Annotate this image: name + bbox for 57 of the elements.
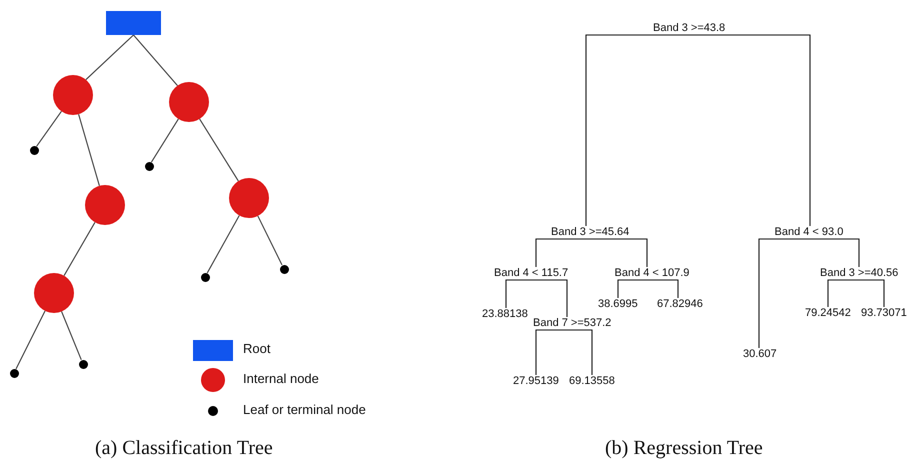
leaf-value: 30.607 (743, 348, 777, 361)
leaf-dot (10, 368, 18, 378)
leaf-dot (78, 360, 88, 368)
split-label: Band 4 < 107.9 (614, 267, 690, 280)
leaf-value: 93.73071 (861, 307, 907, 320)
tree-branch-line (827, 279, 859, 307)
subfigure-caption: (a) Classification Tree (95, 437, 273, 460)
split-label: Band 3 >=40.56 (820, 267, 898, 280)
internal-node-circle (169, 82, 209, 122)
split-label: Band 7 >=537.2 (533, 317, 612, 330)
leaf-value: 23.88138 (482, 308, 528, 321)
tree-edge-line (64, 222, 96, 276)
split-label: Band 4 < 93.0 (774, 226, 844, 239)
leaf-value: 67.82946 (657, 298, 703, 311)
tree-edge-line (36, 111, 62, 147)
leaf-value: 27.95139 (513, 375, 559, 388)
tree-edge-line (133, 34, 178, 86)
tree-edge-line (150, 118, 179, 162)
split-label: Band 3 >=43.8 (653, 22, 726, 35)
leaf-dot (200, 272, 210, 282)
tree-branch-line (758, 238, 810, 348)
tree-edge-line (61, 311, 82, 360)
leaf-value: 38.6995 (598, 298, 638, 311)
leaf-value: 79.24542 (805, 307, 851, 320)
tree-branch-line (505, 279, 536, 308)
internal-node-circle (229, 178, 269, 218)
tree-edge-line (206, 215, 240, 274)
leaf-dot (280, 264, 288, 274)
tree-branch-line (617, 279, 647, 298)
leaf-dot (144, 162, 154, 170)
tree-branch-line (859, 279, 885, 307)
tree-branch-line (535, 238, 586, 267)
internal-node-circle (53, 75, 93, 115)
tree-branch-line (647, 279, 679, 298)
tree-edge-line (85, 34, 134, 80)
legend-label: Internal node (243, 371, 319, 386)
internal-node-circle (85, 185, 125, 225)
leaf-value: 69.13558 (569, 375, 615, 388)
tree-branch-line (536, 279, 568, 317)
tree-edge-line (199, 118, 239, 182)
root-rectangle (106, 11, 161, 35)
tree-branch-line (810, 238, 860, 267)
tree-edge-line (16, 310, 46, 370)
leaf-dot (30, 146, 38, 154)
internal-node-circle (34, 273, 74, 313)
legend-label: Root (243, 341, 270, 356)
tree-branch-line (689, 34, 811, 226)
tree-branch-line (567, 329, 593, 375)
subfigure-caption: (b) Regression Tree (605, 437, 763, 460)
split-label: Band 4 < 115.7 (494, 267, 568, 280)
split-label: Band 3 >=45.64 (551, 226, 630, 239)
legend-label: Leaf or terminal node (243, 402, 366, 417)
tree-edge-line (257, 216, 282, 266)
tree-branch-line (535, 329, 567, 375)
tree-branch-line (586, 238, 648, 267)
tree-edge-line (78, 114, 100, 186)
tree-branch-line (585, 34, 689, 226)
